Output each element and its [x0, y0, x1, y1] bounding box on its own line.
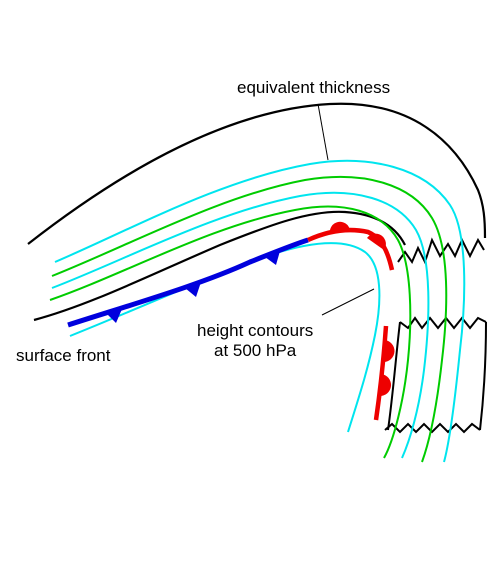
warm-front-vertical-bump-2 — [379, 374, 392, 397]
equivalent-thickness-3 — [51, 191, 430, 459]
cold-front-line — [67, 237, 309, 328]
cold-front-triangle-3 — [265, 251, 280, 265]
height-contour-lower-left — [387, 321, 401, 431]
warm-front-bump-1 — [329, 221, 350, 234]
warm-front-vertical-line — [373, 325, 389, 421]
cold-front-triangle-1 — [106, 309, 122, 323]
equivalent-thickness-label: equivalent thickness — [237, 78, 391, 97]
cold-front-triangle-2 — [185, 282, 201, 297]
equivalent-thickness-2 — [51, 175, 448, 463]
warm-front-line — [307, 227, 395, 271]
height-contour-break-lower — [384, 422, 481, 434]
warm-front-vertical-bump-1 — [383, 340, 395, 363]
height-contours-label-line2: at 500 hPa — [214, 341, 297, 360]
height-contour-lower-right — [479, 321, 487, 431]
warm-front-bump-2 — [367, 233, 386, 250]
equivalent-thickness-4 — [49, 205, 412, 459]
height-contour-break-mid — [399, 316, 487, 330]
height-contour-outer — [27, 102, 487, 245]
height-contours-pointer — [321, 288, 375, 316]
equivalent-thickness-1 — [54, 159, 466, 463]
surface-front-label: surface front — [16, 346, 111, 365]
height-contour-inner — [33, 210, 406, 322]
equivalent-thickness-pointer — [317, 103, 329, 161]
height-contours-label: height contours at 500 hPa — [197, 321, 313, 361]
height-contours-label-line1: height contours — [197, 321, 314, 340]
height-contour-break-upper — [397, 237, 485, 265]
